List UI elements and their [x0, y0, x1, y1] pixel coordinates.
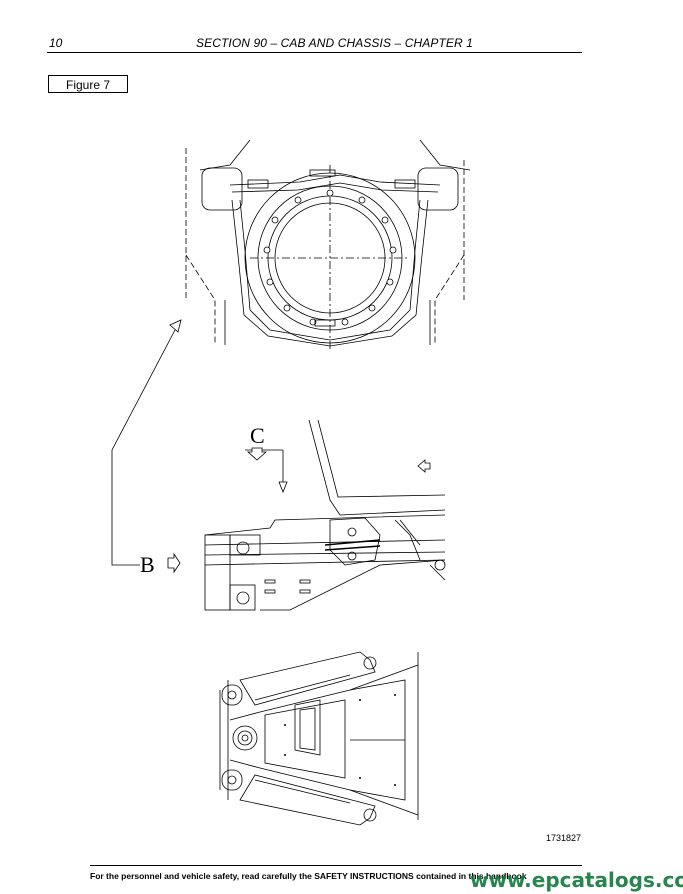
view-c-label: C [250, 423, 265, 448]
figure-label: Figure 7 [48, 75, 128, 93]
figure-id: 1731827 [546, 833, 582, 843]
plan-view [219, 651, 419, 826]
watermark: www.epcatalogs.com [470, 868, 683, 892]
view-b-label: B [140, 552, 155, 577]
side-elevation-view [204, 419, 446, 611]
footer-safety-note: For the personnel and vehicle safety, re… [90, 871, 527, 881]
footer-rule [90, 865, 582, 866]
section-title: SECTION 90 – CAB AND CHASSIS – CHAPTER 1 [196, 36, 473, 50]
header-rule [47, 52, 582, 53]
axle-ring-view [185, 139, 471, 350]
page-number: 10 [49, 36, 63, 50]
leader-line-b [111, 329, 176, 566]
